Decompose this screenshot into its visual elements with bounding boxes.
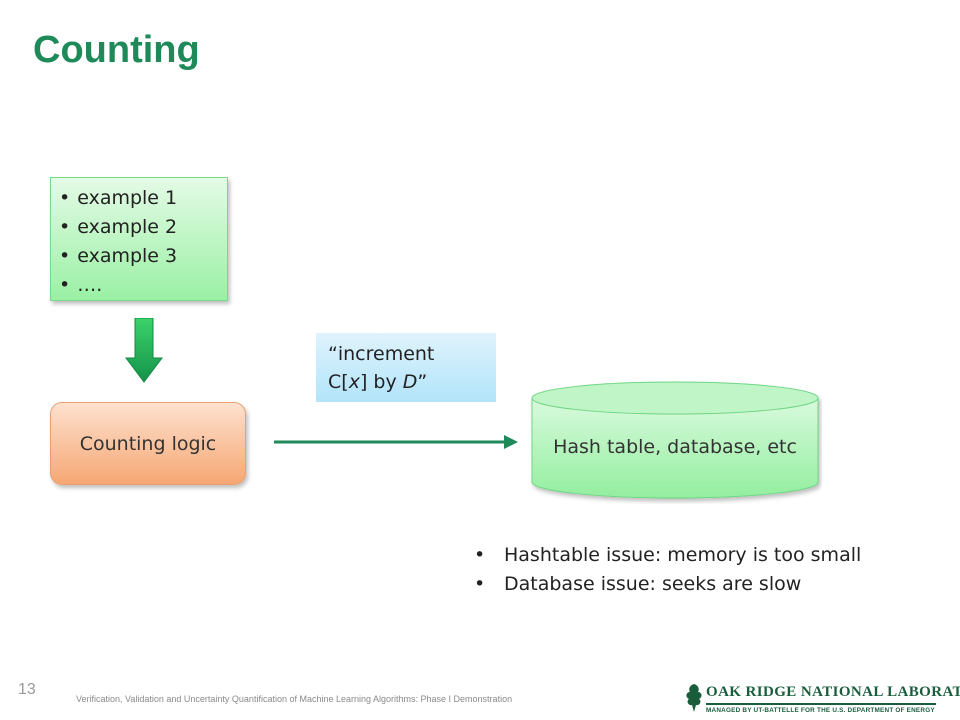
example-item: example 1 <box>59 184 227 213</box>
logo-tagline: MANAGED BY UT-BATTELLE FOR THE U.S. DEPA… <box>706 707 935 714</box>
note-c-prefix: C[ <box>328 371 349 393</box>
slide-title: Counting <box>33 29 200 71</box>
oak-leaf-logo-icon <box>686 684 702 712</box>
logo-rule <box>706 703 936 705</box>
issue-item: Database issue: seeks are slow <box>470 570 861 599</box>
logo-name: OAK RIDGE NATIONAL LABORATORY <box>706 684 960 700</box>
right-arrow-icon <box>274 435 518 449</box>
note-var-x: x <box>348 371 360 393</box>
down-arrow-icon <box>125 318 163 383</box>
issue-item: Hashtable issue: memory is too small <box>470 541 861 570</box>
footer-text: Verification, Validation and Uncertainty… <box>76 694 513 704</box>
note-line-2: C[x] by D” <box>328 368 496 396</box>
issues-list: Hashtable issue: memory is too small Dat… <box>470 541 861 599</box>
storage-label: Hash table, database, etc <box>553 436 797 458</box>
note-by: ] by <box>359 371 403 393</box>
counting-logic-box: Counting logic <box>50 402 246 485</box>
examples-list: example 1 example 2 example 3 …. <box>51 178 227 300</box>
counting-logic-label: Counting logic <box>79 432 217 455</box>
examples-box: example 1 example 2 example 3 …. <box>50 177 228 301</box>
note-close-quote: ” <box>417 371 428 393</box>
slide-number: 13 <box>18 681 36 698</box>
note-var-d: D <box>402 371 418 393</box>
increment-note: “increment C[x] by D” <box>316 333 496 402</box>
database-cylinder-icon <box>531 381 819 499</box>
example-item: …. <box>59 271 227 300</box>
example-item: example 2 <box>59 213 227 242</box>
note-line-1: “increment <box>328 343 435 365</box>
example-item: example 3 <box>59 242 227 271</box>
